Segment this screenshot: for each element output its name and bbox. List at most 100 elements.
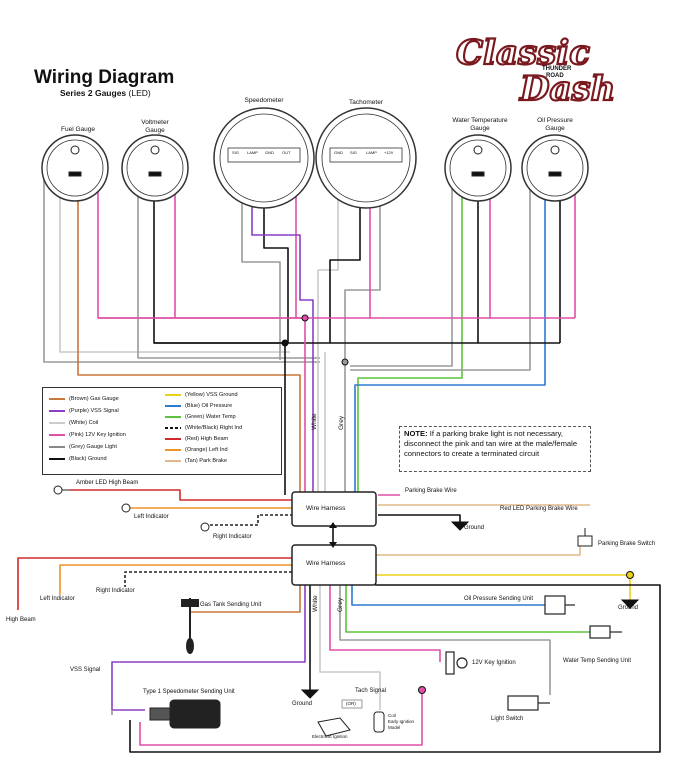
wire-grey-fuel	[43, 175, 320, 363]
speedo-gauge	[213, 107, 315, 209]
tach-or-box	[341, 699, 363, 709]
wire-harness-bottom-label: Wire Harness	[306, 560, 346, 567]
volt-gauge	[121, 134, 189, 202]
page-title: Wiring Diagram	[34, 67, 175, 88]
note-bold: NOTE:	[404, 429, 428, 438]
white-wire-label-top: White	[311, 413, 318, 430]
wire-grey-oil	[350, 178, 531, 371]
electronic-ignition-label: Electronic Ignition	[312, 734, 348, 739]
logo-word-dash: Dash	[519, 69, 615, 106]
wire-tan-pb-switch	[375, 545, 581, 556]
vss-signal-label: VSS Signal	[70, 667, 101, 673]
wire-black-tach	[329, 175, 361, 343]
right-indicator-icon	[200, 522, 210, 532]
water-sender-icon	[589, 625, 622, 639]
speedo-terminal-out: OUT	[282, 150, 291, 155]
left-indicator-bottom-label: Left Indicator	[40, 596, 75, 602]
water-sending-unit-label: Water Temp Sending Unit	[563, 658, 632, 664]
fuel-gauge-label: Fuel Gauge	[61, 126, 95, 133]
wire-pink-right	[139, 690, 423, 746]
speedo-sender-icon	[149, 699, 221, 729]
speedo-sending-unit-label: Type 1 Speedometer Sending Unit	[143, 689, 235, 695]
oil-gauge	[521, 134, 589, 202]
coil-label-1: Coil	[388, 713, 396, 718]
wire-green-bottom	[345, 585, 590, 633]
tach-terminal-lamp: LAMP	[366, 150, 377, 155]
legend-item: (Red) High Beam	[165, 436, 228, 442]
red-led-parking-brake-label: Red LED Parking Brake Wire	[500, 506, 578, 512]
subtitle-paren: (LED)	[128, 88, 151, 98]
wire-harness-top-label: Wire Harness	[306, 505, 346, 512]
gas-tank-sender-icon	[181, 598, 199, 654]
left-indicator-top-label: Left Indicator	[134, 514, 169, 520]
wire-purple-speedo	[251, 170, 314, 495]
wire-grey-water	[350, 178, 453, 367]
coil-label-3: Model	[388, 725, 401, 730]
legend-item: (Yellow) VSS Ground	[165, 392, 238, 398]
wire-grey-light	[339, 585, 551, 695]
wire-brown-fuel	[77, 175, 301, 495]
oil-gauge-label-2: Gauge	[545, 125, 565, 132]
subtitle-main: Series 2 Gauges	[60, 88, 127, 98]
light-switch-label: Light Switch	[491, 716, 524, 722]
legend-item: (Grey) Gauge Light	[49, 444, 117, 450]
tach-signal-label: Tach Signal	[355, 688, 387, 694]
note-text: If a parking brake light is not necessar…	[404, 429, 578, 458]
tach-label: Tachometer	[349, 99, 383, 106]
coil-icon	[373, 711, 385, 733]
wire-color-legend: (Brown) Gas Gauge (Purple) VSS Signal (W…	[42, 387, 282, 475]
wire-blue-oil	[354, 178, 546, 495]
ground-label-2: Ground	[618, 605, 639, 611]
logo-word-classic: Classic	[456, 33, 590, 73]
bulb-icons	[68, 145, 562, 177]
junction-dots	[281, 314, 634, 694]
grey-wire-label-top: Grey	[338, 415, 345, 430]
water-gauge	[444, 134, 512, 202]
oil-sender-icon	[544, 595, 575, 615]
ground-symbols	[300, 521, 640, 699]
oil-sending-unit-label: Oil Pressure Sending Unit	[464, 596, 534, 602]
wire-white-tach-bottom	[319, 585, 381, 710]
speedo-label: Speedometer	[244, 97, 284, 104]
ground-label-3: Ground	[292, 701, 313, 707]
parking-brake-switch-icon	[577, 528, 593, 547]
high-beam-label: High Beam	[6, 617, 36, 623]
wire-grey-tach	[344, 175, 381, 362]
fuel-gauge	[41, 134, 109, 202]
connector-arrow-up	[329, 522, 337, 528]
wire-purple-vss	[111, 585, 306, 711]
wire-wb-right-bottom	[124, 571, 292, 587]
legend-item: (Purple) VSS Signal	[49, 408, 119, 414]
wire-brown-gas	[190, 585, 301, 613]
water-gauge-label-1: Water Temperature	[452, 117, 508, 124]
wire-white-tach	[317, 175, 339, 495]
light-switch-icon	[507, 695, 550, 711]
speedo-terminal-lamp: LAMP	[247, 150, 258, 155]
amber-high-beam-label: Amber LED High Beam	[76, 480, 139, 486]
amber-led-icon	[53, 485, 70, 495]
right-indicator-bottom-label: Right Indicator	[96, 588, 135, 594]
tach-terminal-sig: SIG	[350, 150, 357, 155]
volt-gauge-label-1: Voltmeter	[141, 119, 169, 126]
volt-gauge-label-2: Gauge	[145, 127, 165, 134]
legend-item: (Orange) Left Ind	[165, 447, 228, 453]
electronic-ignition-icon	[317, 717, 351, 737]
right-indicator-top-label: Right Indicator	[213, 534, 252, 540]
grey-wire-label-bottom: Grey	[337, 597, 344, 612]
parking-brake-wire-label: Parking Brake Wire	[405, 488, 457, 494]
legend-item: (Blue) Oil Pressure	[165, 403, 232, 409]
classic-dash-logo: Classic Dash THUNDER ROAD	[450, 28, 630, 110]
ground-label-1: Ground	[464, 525, 485, 531]
wire-blue-oil-bottom	[351, 585, 545, 606]
legend-item: (Brown) Gas Gauge	[49, 396, 119, 402]
water-gauge-label-2: Gauge	[470, 125, 490, 132]
speedo-terminal-gnd: GND	[265, 150, 274, 155]
wire-black-gnd1	[378, 514, 461, 522]
legend-item: (White/Black) Right Ind	[165, 425, 242, 431]
white-wire-label-bottom: White	[312, 595, 319, 612]
wire-green-water	[357, 178, 463, 495]
logo-tag-road: ROAD	[546, 73, 564, 79]
wire-red-hb-bottom	[17, 557, 292, 610]
key-ignition-label: 12V Key Ignition	[472, 660, 516, 666]
